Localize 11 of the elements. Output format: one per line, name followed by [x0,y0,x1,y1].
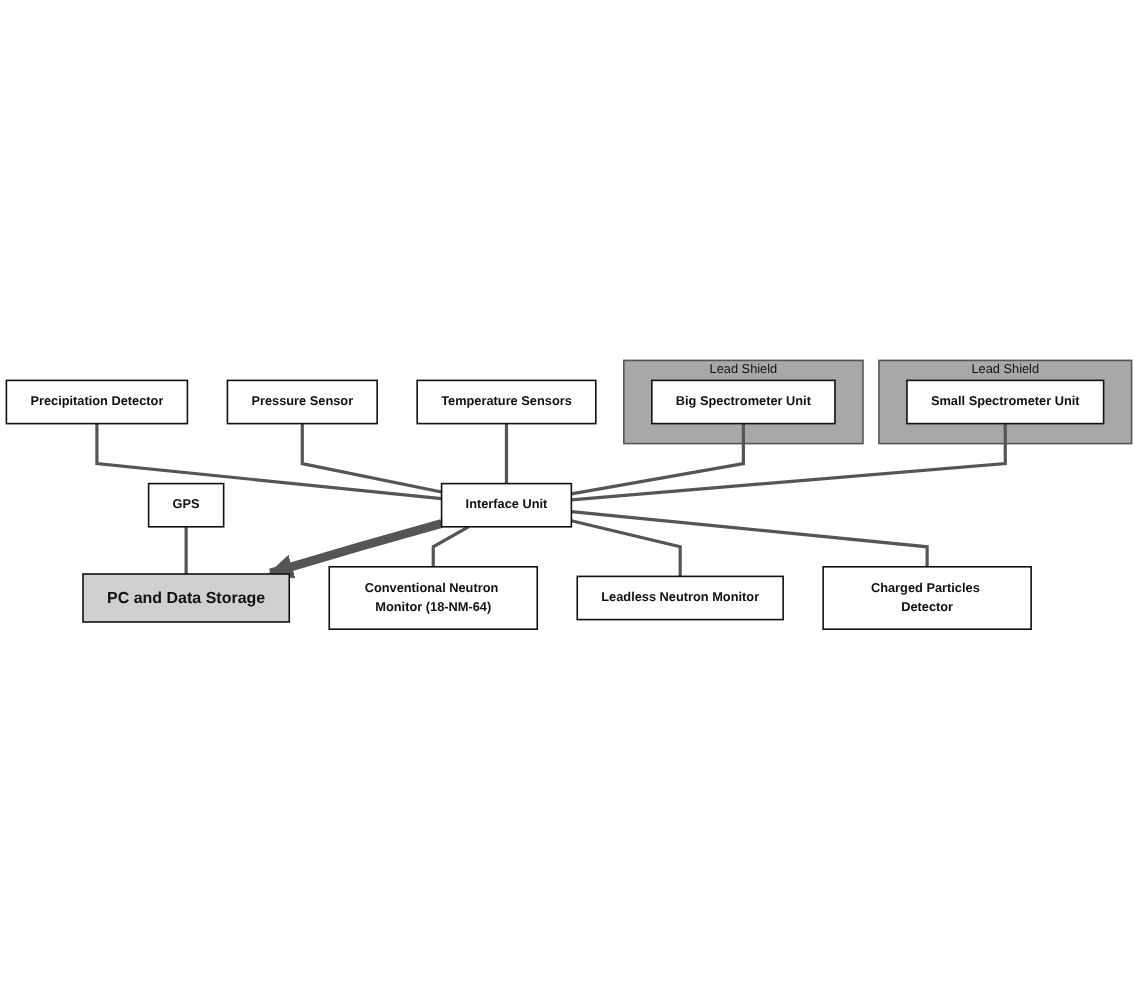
connector [571,422,1007,501]
connector [184,526,188,574]
node-box: PC and Data Storage [82,572,291,622]
connector [571,509,929,566]
connector [504,422,509,483]
connector [571,518,682,576]
connector [571,422,745,495]
connector [300,422,442,493]
connector [431,524,470,566]
arrow [268,518,443,578]
connector [95,422,442,500]
